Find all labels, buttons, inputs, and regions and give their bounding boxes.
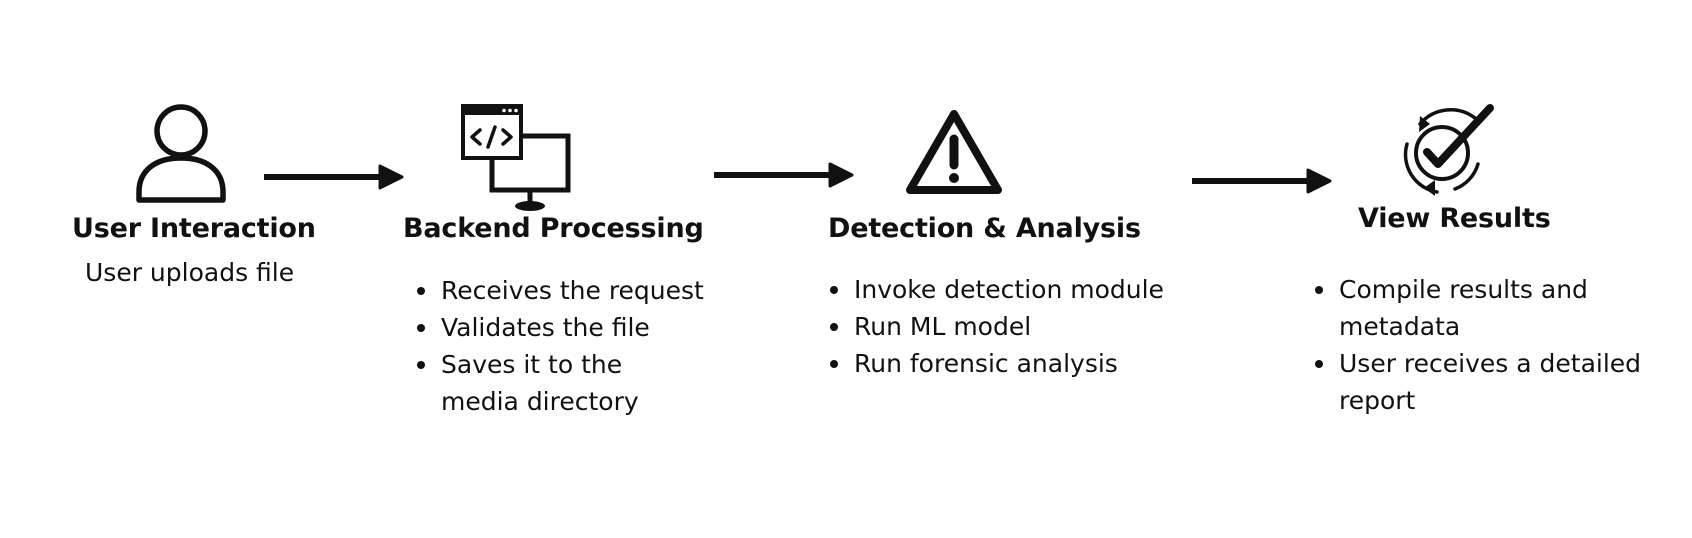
stage-bullet-list: Invoke detection module Run ML model Run…: [827, 271, 1167, 382]
stage-title: Backend Processing: [403, 213, 704, 244]
stage-bullet-list: Compile results and metadata User receiv…: [1312, 271, 1650, 419]
warning-icon: [906, 110, 1002, 194]
list-item: Receives the request: [414, 272, 704, 309]
stage-title: User Interaction: [72, 213, 316, 244]
stage-description: User uploads file: [85, 258, 295, 287]
arrow-right-icon: [714, 162, 854, 188]
code-monitor-icon: [461, 104, 571, 211]
list-item: User receives a detailed report: [1312, 345, 1650, 419]
list-item: Validates the file: [414, 309, 704, 346]
list-item: Compile results and metadata: [1312, 271, 1650, 345]
stage-title: View Results: [1358, 203, 1551, 234]
list-item: Run forensic analysis: [827, 345, 1167, 382]
check-cycle-icon: [1403, 104, 1494, 196]
list-item: Saves it to the media directory: [414, 346, 704, 420]
arrow-right-icon: [1192, 168, 1332, 194]
user-icon: [136, 104, 226, 203]
list-item: Run ML model: [827, 308, 1167, 345]
stage-bullet-list: Receives the request Validates the file …: [414, 272, 704, 420]
stage-title: Detection & Analysis: [828, 213, 1141, 244]
list-item: Invoke detection module: [827, 271, 1167, 308]
arrow-right-icon: [264, 164, 404, 190]
